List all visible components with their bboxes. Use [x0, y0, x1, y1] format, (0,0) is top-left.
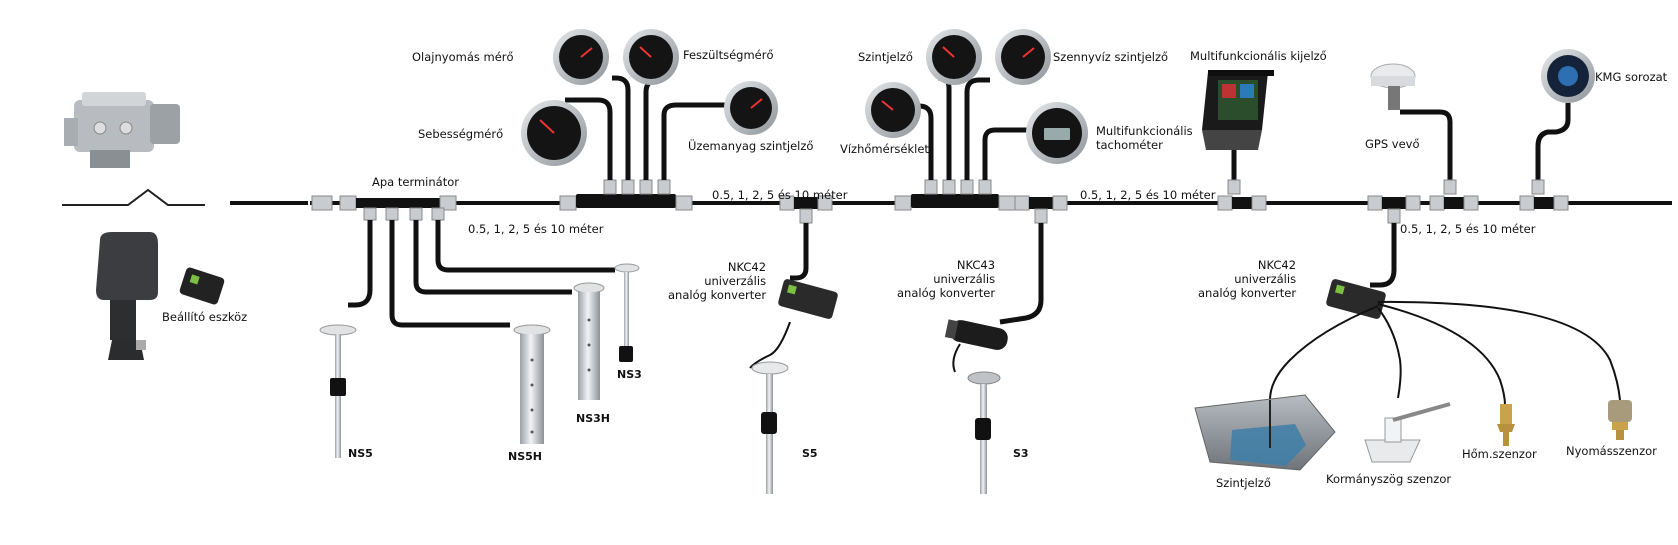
label-nkc42-left: NKC42 univerzális analóg konverter	[668, 260, 767, 302]
label-setup-tool: Beállító eszköz	[162, 310, 248, 324]
tee-connector	[1014, 195, 1068, 224]
gauge-icon	[865, 82, 921, 138]
gauge-icon	[623, 29, 679, 85]
label-level-gauge: Szintjelző	[858, 50, 913, 64]
label-kmg-series: KMG sorozat	[1595, 70, 1668, 84]
gauge-icon	[724, 81, 778, 135]
label-nkc43: NKC43 univerzális analóg konverter	[897, 258, 996, 300]
gauge-icon	[926, 29, 982, 85]
label-multifunction-tachometer: Multifunkcionális tachométer	[1096, 124, 1193, 152]
label-ns5: NS5	[348, 447, 373, 460]
label-fuel-level: Üzemanyag szintjelző	[688, 139, 814, 153]
tachometer-icon	[1026, 102, 1088, 164]
label-speedometer: Sebességmérő	[418, 127, 504, 141]
converter-icon	[778, 279, 838, 319]
setup-tool-icon	[179, 267, 225, 305]
label-ns3: NS3	[617, 368, 642, 381]
label-ns5h: NS5H	[508, 450, 542, 463]
label-pressure-sensor: Nyomásszenzor	[1566, 444, 1657, 458]
temperature-sensor-icon	[1497, 404, 1515, 446]
label-multifunction-display: Multifunkcionális kijelző	[1190, 49, 1327, 63]
level-sensor-icon	[573, 282, 605, 400]
label-voltmeter: Feszültségmérő	[683, 48, 774, 62]
gauge-icon	[995, 29, 1051, 85]
label-water-temperature: Vízhőmérséklet	[840, 142, 929, 156]
label-tank-level: Szintjelző	[1216, 476, 1271, 490]
label-s3: S3	[1013, 447, 1029, 460]
gauge-icon	[553, 29, 609, 85]
converter-icon	[944, 319, 1008, 350]
label-s5: S5	[802, 447, 818, 460]
tee-connector	[1367, 195, 1421, 224]
tee-connector	[1429, 179, 1569, 211]
label-ns3h: NS3H	[576, 412, 610, 425]
label-cable-lengths-3: 0.5, 1, 2, 5 és 10 méter	[1080, 188, 1216, 202]
gauge-icon	[521, 100, 587, 166]
tee-connector	[779, 195, 833, 224]
sensor-wires-right	[1269, 300, 1621, 406]
label-temperature-sensor: Hőm.szenzor	[1462, 447, 1537, 461]
label-cable-lengths-2: 0.5, 1, 2, 5 és 10 méter	[712, 188, 848, 202]
level-sensor-icon	[614, 263, 640, 362]
label-gps-receiver: GPS vevő	[1365, 137, 1420, 151]
tee-connector	[1217, 179, 1267, 211]
gauge-hub-left	[559, 179, 693, 211]
outboard-motor-icon	[96, 232, 158, 360]
level-sensor-icon	[967, 371, 1001, 494]
gauge-icon	[1541, 49, 1595, 103]
label-nkc42-right: NKC42 univerzális analóg konverter	[1198, 258, 1297, 300]
level-sensor-icon	[513, 324, 551, 444]
break-symbol	[62, 188, 205, 206]
level-sensor-icon	[319, 324, 357, 458]
gauge-hub-middle	[894, 179, 1016, 211]
level-sensor-icon	[751, 361, 789, 494]
label-rudder-angle-sensor: Kormányszög szenzor	[1326, 472, 1452, 486]
gauge-cables-left	[565, 75, 730, 180]
display-icon	[1202, 70, 1274, 150]
label-oil-pressure: Olajnyomás mérő	[412, 50, 514, 64]
gps-antenna-icon	[1370, 63, 1416, 110]
pressure-sensor-icon	[1608, 400, 1632, 440]
sensor-drop-cables	[348, 220, 615, 328]
terminator-hub	[311, 195, 457, 221]
label-waste-water-level: Szennyvíz szintjelző	[1053, 50, 1169, 64]
tank-icon	[1194, 394, 1336, 471]
label-cable-lengths-4: 0.5, 1, 2, 5 és 10 méter	[1400, 222, 1536, 236]
label-male-terminator: Apa terminátor	[372, 175, 459, 189]
rudder-sensor-icon	[1364, 402, 1451, 463]
label-cable-lengths-1: 0.5, 1, 2, 5 és 10 méter	[468, 222, 604, 236]
gauge-cables-middle	[900, 75, 1030, 180]
engine-icon	[64, 92, 180, 168]
